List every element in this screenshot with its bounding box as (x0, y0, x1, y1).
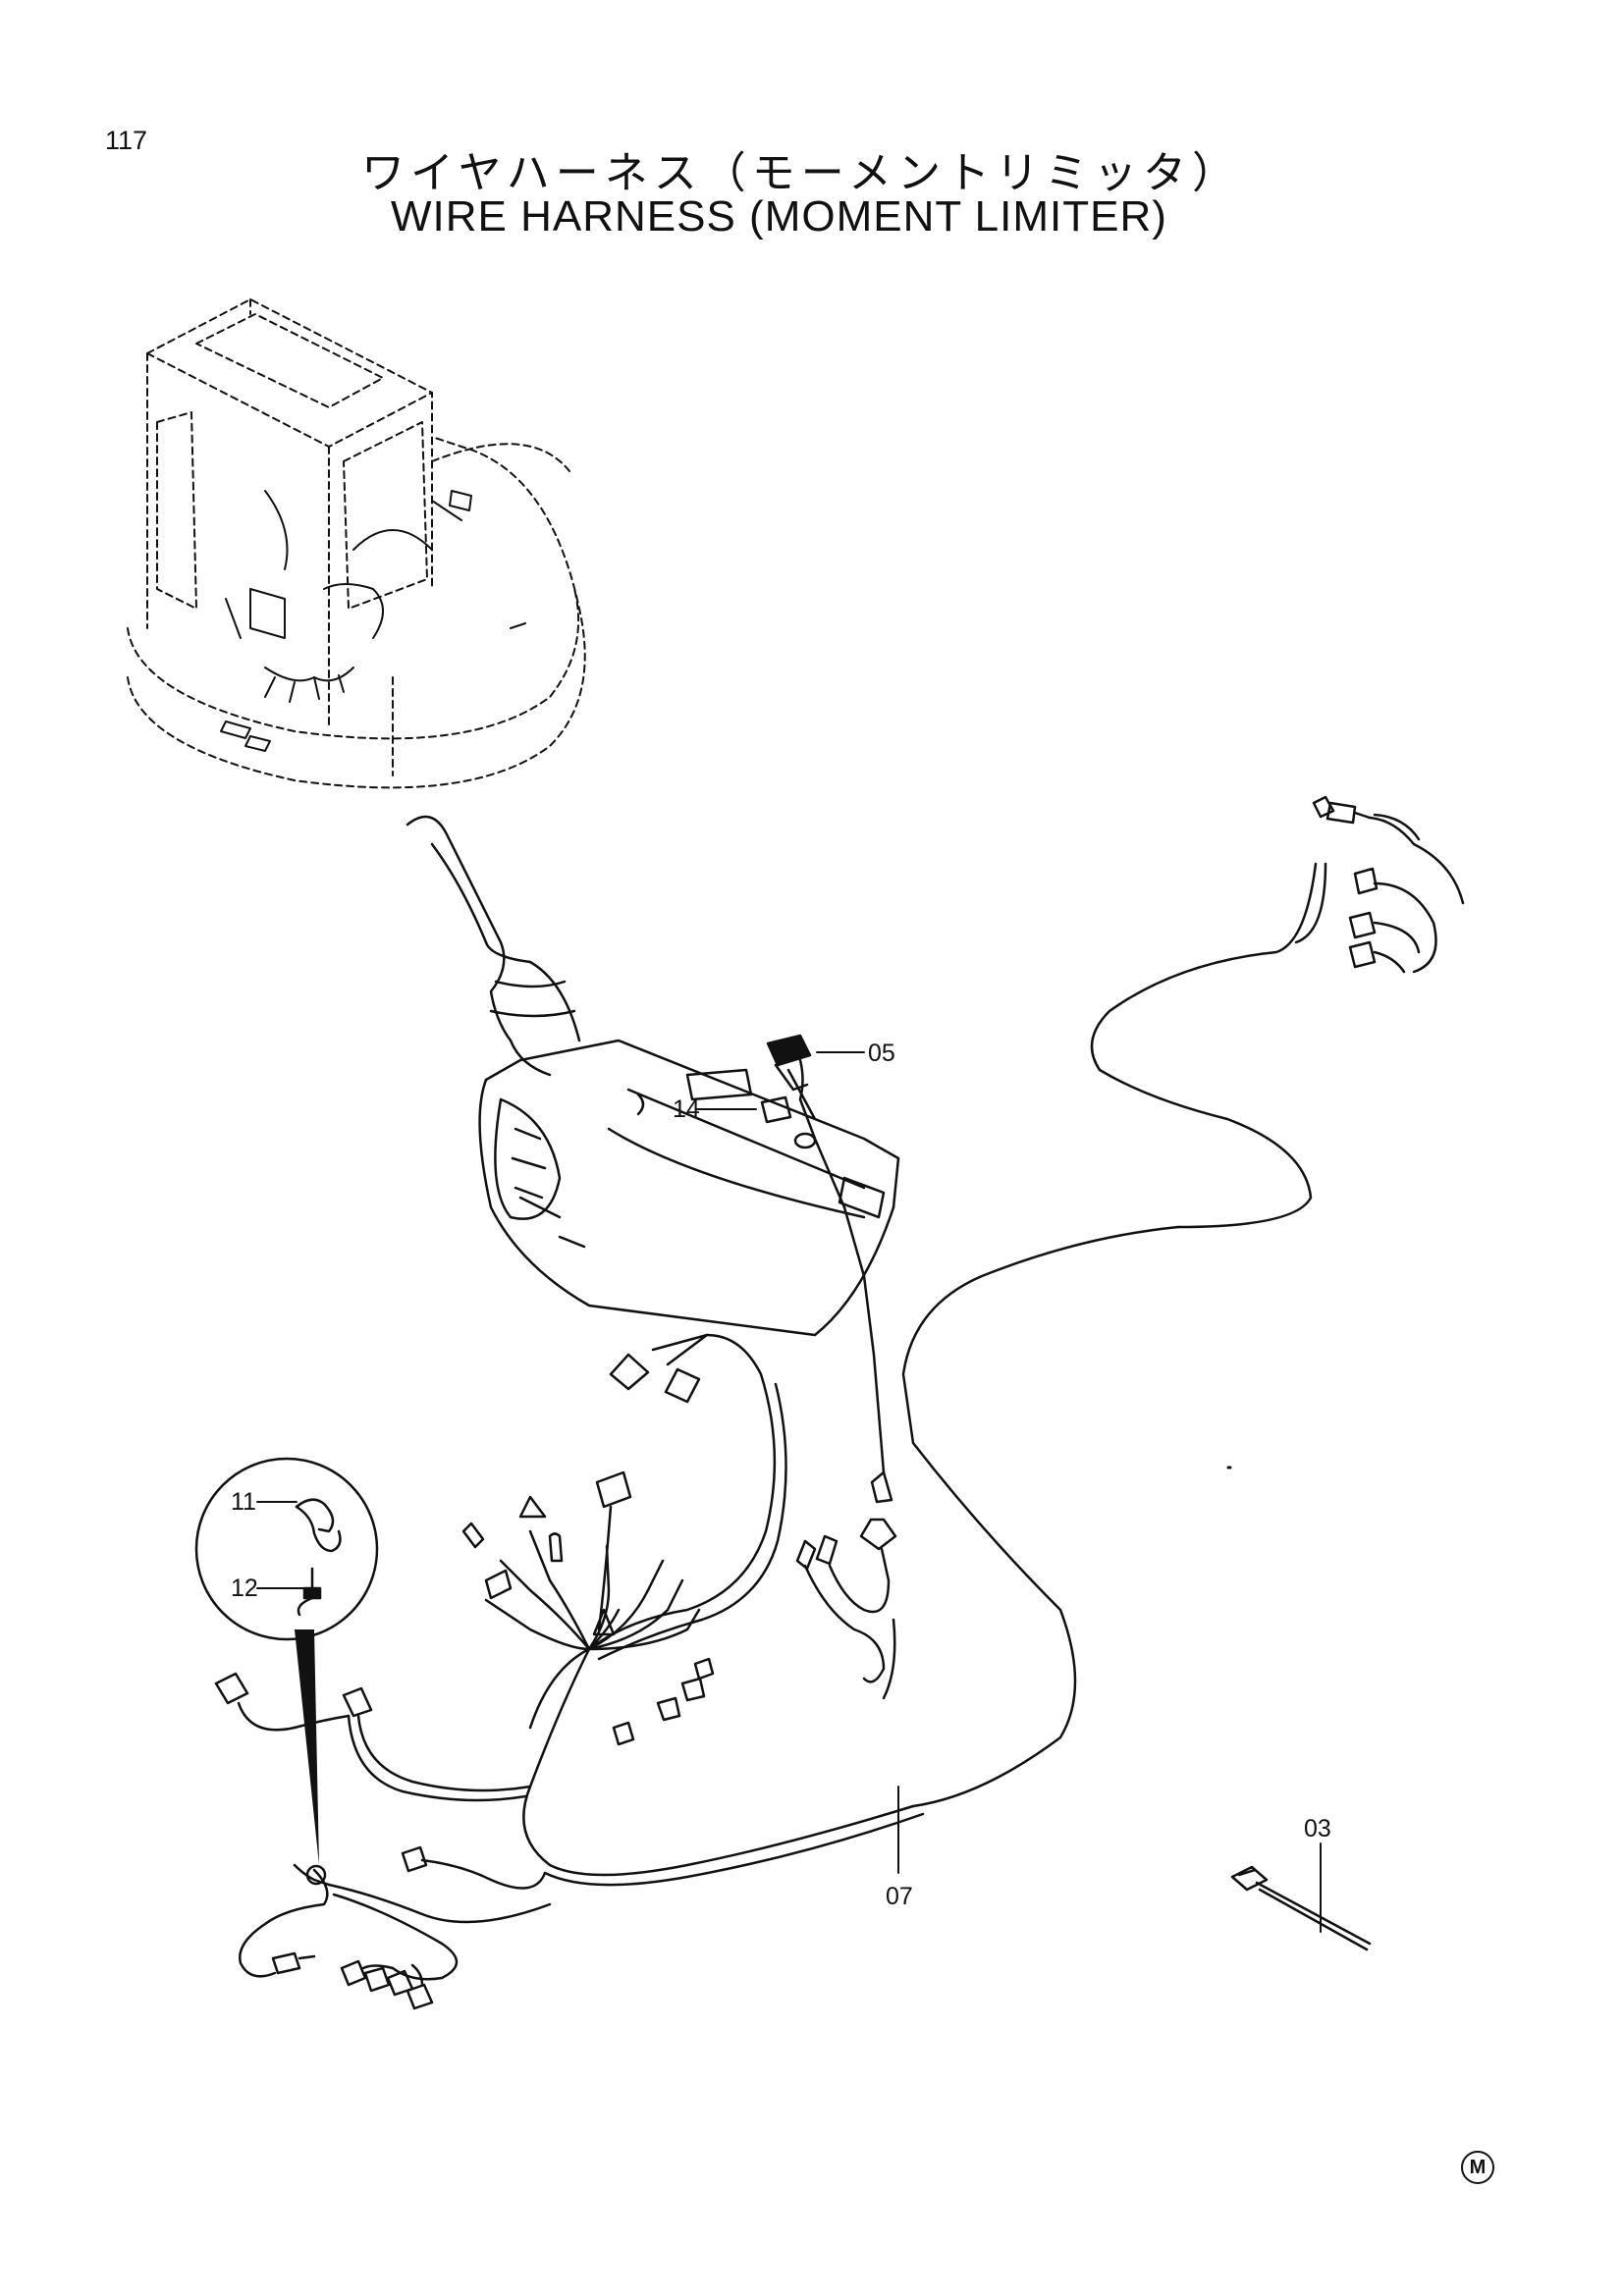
cab-wiring-sketch (220, 490, 526, 752)
main-harness-07 (522, 1333, 925, 1887)
sensor-connector-top-right (901, 795, 1465, 1808)
page-title-english: WIRE HARNESS (MOMENT LIMITER) (391, 192, 1167, 240)
harness-connector-fan (461, 1470, 715, 1746)
harness-left-branch (214, 1672, 552, 2010)
detail-leader-wedge (295, 1629, 319, 1865)
callout-03: 03 (1304, 1815, 1331, 1842)
page-number: 117 (105, 126, 148, 155)
excavator-cab-overview (127, 298, 586, 789)
control-console (406, 815, 900, 1337)
callout-11: 11 (231, 1488, 256, 1516)
clip-detail-circle (194, 1457, 379, 1641)
callout-12: 12 (231, 1575, 258, 1602)
callout-05: 05 (868, 1040, 895, 1067)
label-14 (760, 1095, 792, 1124)
corner-mark: M (1461, 2151, 1494, 2184)
callout-14: 14 (673, 1095, 700, 1123)
callout-07: 07 (886, 1883, 913, 1910)
harness-clip (305, 1864, 327, 1886)
switch-05 (766, 1034, 886, 1474)
page-title-japanese: ワイヤハーネス（モーメントリミッタ） (361, 148, 1242, 198)
cable-tie-03 (1230, 1865, 1372, 1951)
leader-lines (256, 1051, 1322, 1933)
